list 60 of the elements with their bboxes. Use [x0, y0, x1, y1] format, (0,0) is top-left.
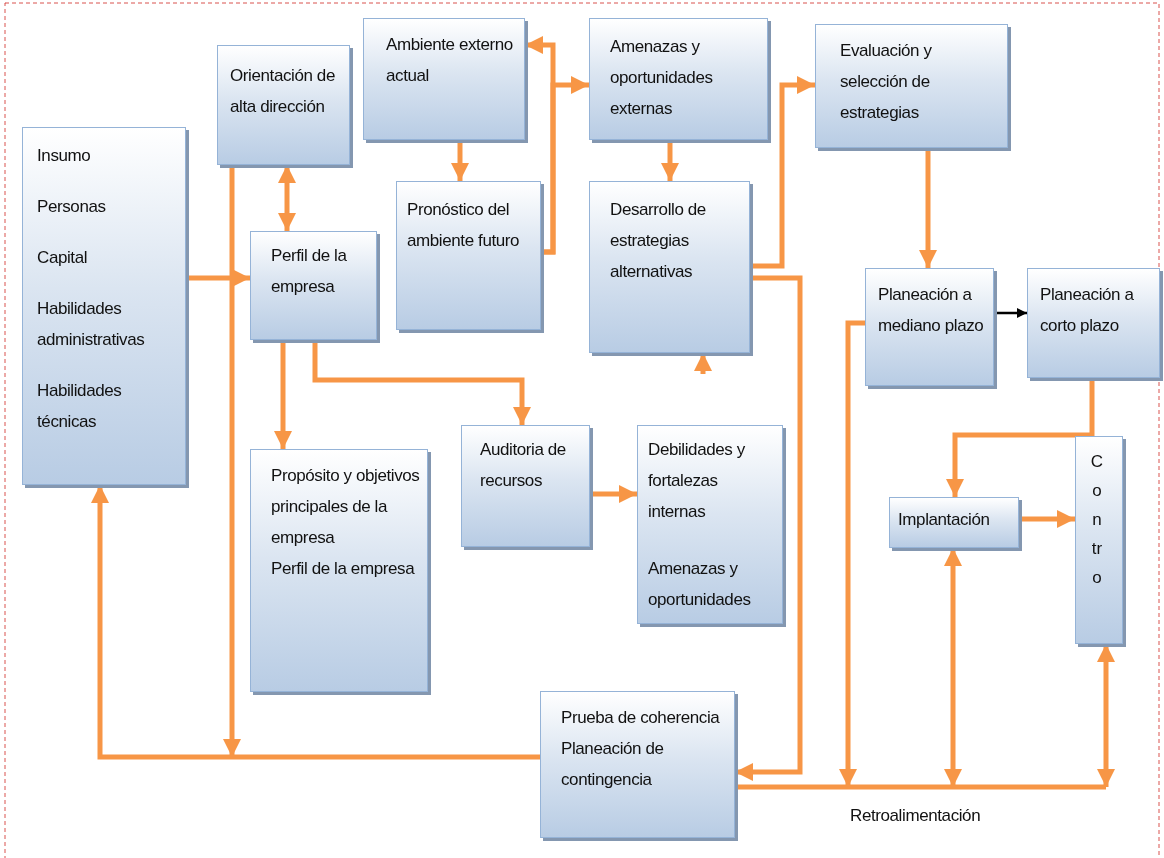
arrow [735, 275, 803, 781]
box-text: Planeación a corto plazo [1040, 284, 1135, 337]
arrow [994, 308, 1027, 318]
process-box [815, 24, 1008, 148]
box-text: Propósito y objetivos principales de la empresa [271, 465, 421, 549]
process-box [250, 449, 428, 692]
box-text: Planeación de contingencia [561, 738, 665, 791]
box-text: Habilidades administrativas [37, 298, 146, 351]
process-box [1027, 268, 1160, 378]
box-text: Contro [1090, 451, 1104, 589]
arrow [946, 378, 1095, 497]
process-box [865, 268, 994, 386]
process-box [396, 181, 541, 330]
box-text: Auditoria de recursos [480, 439, 567, 492]
box-text: Implantación [898, 509, 991, 531]
arrow [750, 76, 815, 269]
control-box [1075, 436, 1123, 644]
process-box [889, 497, 1019, 548]
process-box [540, 691, 735, 838]
arrow [278, 165, 296, 231]
arrow [1097, 644, 1115, 787]
box-text: Ambiente externo actual [386, 34, 514, 87]
arrow [186, 269, 250, 287]
box-text: Prueba de coherencia [561, 707, 721, 729]
arrow [944, 548, 962, 787]
arrow [919, 148, 937, 268]
box-text: Capital [37, 247, 89, 269]
box-text: Personas [37, 196, 107, 218]
arrow [451, 140, 469, 181]
box-text: Pronóstico del ambiente futuro [407, 199, 521, 252]
box-text: Desarrollo de estrategias alternativas [610, 199, 707, 283]
box-text: Amenazas y oportunidades externas [610, 36, 714, 120]
process-box [363, 18, 525, 140]
arrow [274, 340, 292, 449]
arrow [590, 485, 637, 503]
arrow [312, 340, 531, 425]
arrow [223, 165, 241, 757]
feedback-label: Retroalimentación [850, 806, 981, 826]
box-text: Debilidades y fortalezas internas [648, 439, 746, 523]
box-text: Habilidades técnicas [37, 380, 123, 433]
box-text: Planeación a mediano plazo [878, 284, 985, 337]
process-box [589, 181, 750, 353]
arrow [661, 140, 679, 181]
arrow [91, 485, 540, 760]
process-box [250, 231, 377, 340]
box-text: Perfil de la empresa [271, 245, 348, 298]
process-box [217, 45, 350, 165]
arrow [1019, 510, 1075, 528]
arrow [694, 353, 712, 374]
arrow [839, 320, 865, 787]
process-box [461, 425, 590, 547]
process-box [589, 18, 768, 140]
arrow [541, 76, 589, 255]
box-text: Orientación de alta dirección [230, 65, 336, 118]
process-box [22, 127, 186, 485]
box-text: Perfil de la empresa [271, 558, 416, 580]
box-text: Evaluación y selección de estrategias [840, 40, 933, 124]
box-text: Amenazas y oportunidades [648, 558, 752, 611]
process-box [637, 425, 783, 624]
box-text: Insumo [37, 145, 92, 167]
